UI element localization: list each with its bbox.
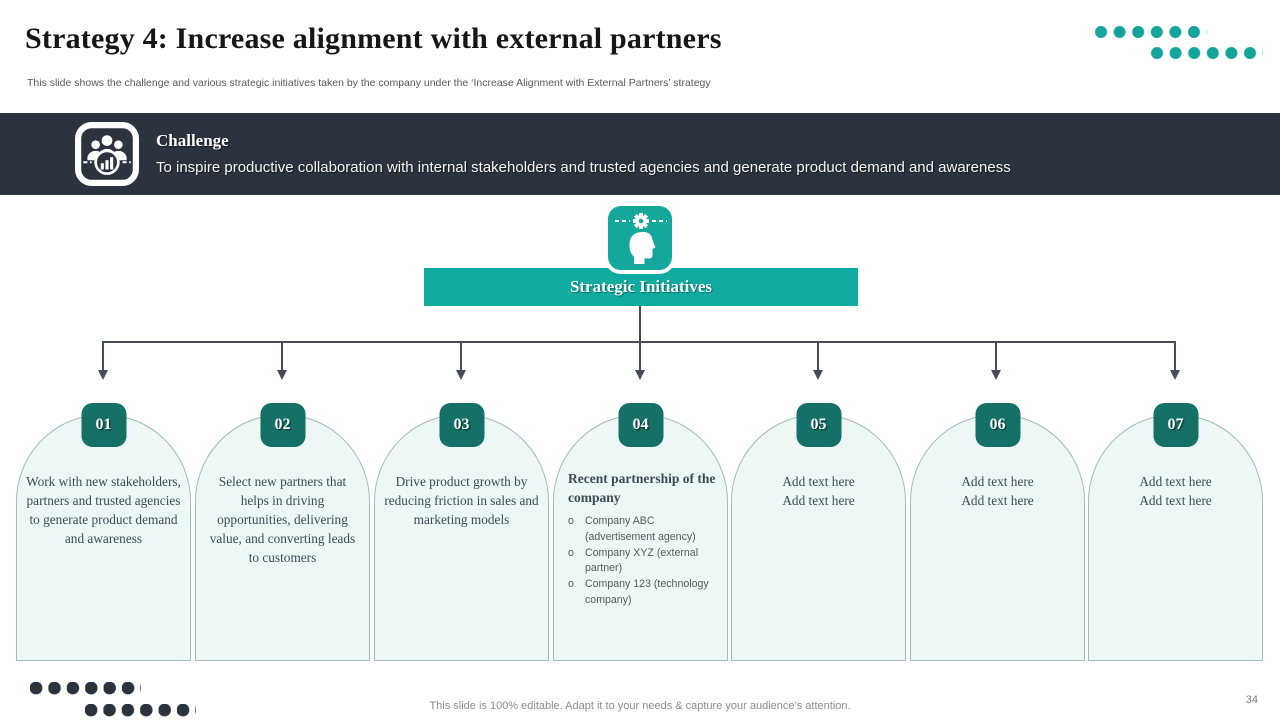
arrow-down-icon <box>813 370 823 380</box>
number-badge: 03 <box>439 403 484 447</box>
challenge-heading: Challenge <box>156 131 229 150</box>
initiative-card-06: 06 Add text here Add text here <box>910 403 1085 661</box>
strategic-initiatives-node: Strategic Initiatives <box>424 268 858 306</box>
connector-line <box>995 341 997 371</box>
placeholder-text[interactable]: Add text here Add text here <box>961 474 1034 508</box>
bullet-text: Company ABC (advertisement agency) <box>585 515 696 543</box>
number-badge: 06 <box>975 403 1020 447</box>
connector-line <box>639 306 641 342</box>
dot-row <box>30 682 141 695</box>
arrow-down-icon <box>98 370 108 380</box>
connector-line <box>817 341 819 371</box>
arrow-down-icon <box>635 370 645 380</box>
placeholder-text[interactable]: Add text here Add text here <box>782 474 855 508</box>
dot-row <box>85 704 196 717</box>
list-item: o Company 123 (technology company) <box>568 577 723 609</box>
number-badge: 01 <box>81 403 126 447</box>
number-badge: 02 <box>260 403 305 447</box>
page-number: 34 <box>1245 694 1258 706</box>
page-title: Strategy 4: Increase alignment with exte… <box>25 22 722 55</box>
connector-line <box>102 341 104 371</box>
bullet-text: Company XYZ (external partner) <box>585 546 699 575</box>
number-badge: 04 <box>618 403 663 447</box>
arrow-down-icon <box>277 370 287 380</box>
team-analytics-icon <box>74 121 140 187</box>
dot-row <box>1151 47 1263 59</box>
bullet-marker: o <box>568 546 574 559</box>
number-badge: 05 <box>796 403 841 447</box>
arrow-down-icon <box>1170 370 1180 380</box>
initiative-text: Work with new stakeholders, partners and… <box>26 474 181 546</box>
dot-row <box>1095 26 1207 38</box>
initiative-card-01: 01 Work with new stakeholders, partners … <box>16 403 191 661</box>
initiative-text: Drive product growth by reducing frictio… <box>384 474 539 527</box>
bullet-marker: o <box>568 578 574 591</box>
slide-subtitle: This slide shows the challenge and vario… <box>27 77 711 89</box>
partnership-bullet-list: o Company ABC (advertisement agency) o C… <box>554 507 727 609</box>
connector-line <box>460 341 462 371</box>
arrow-down-icon <box>991 370 1001 380</box>
connector-line <box>281 341 283 371</box>
connector-line <box>639 341 641 371</box>
bullet-text: Company 123 (technology company) <box>585 578 709 606</box>
list-item: o Company ABC (advertisement agency) <box>568 514 723 546</box>
initiative-card-02: 02 Select new partners that helps in dri… <box>195 403 370 661</box>
bullet-marker: o <box>568 515 574 527</box>
number-badge: 07 <box>1153 403 1198 447</box>
challenge-banner: Challenge To inspire productive collabor… <box>0 113 1280 195</box>
strategy-head-gear-icon <box>604 202 676 274</box>
initiative-card-03: 03 Drive product growth by reducing fric… <box>374 403 549 661</box>
list-item: o Company XYZ (external partner) <box>568 546 723 578</box>
arrow-down-icon <box>456 370 466 380</box>
initiative-card-04: 04 Recent partnership of the company o C… <box>553 403 728 661</box>
initiative-text: Select new partners that helps in drivin… <box>209 474 356 565</box>
footer-note: This slide is 100% editable. Adapt it to… <box>429 700 851 712</box>
partnership-heading: Recent partnership of the company <box>568 471 716 505</box>
initiative-card-05: 05 Add text here Add text here <box>731 403 906 661</box>
placeholder-text[interactable]: Add text here Add text here <box>1139 474 1212 508</box>
initiative-card-07: 07 Add text here Add text here <box>1088 403 1263 661</box>
challenge-description: To inspire productive collaboration with… <box>156 159 1011 176</box>
connector-line <box>1174 341 1176 371</box>
